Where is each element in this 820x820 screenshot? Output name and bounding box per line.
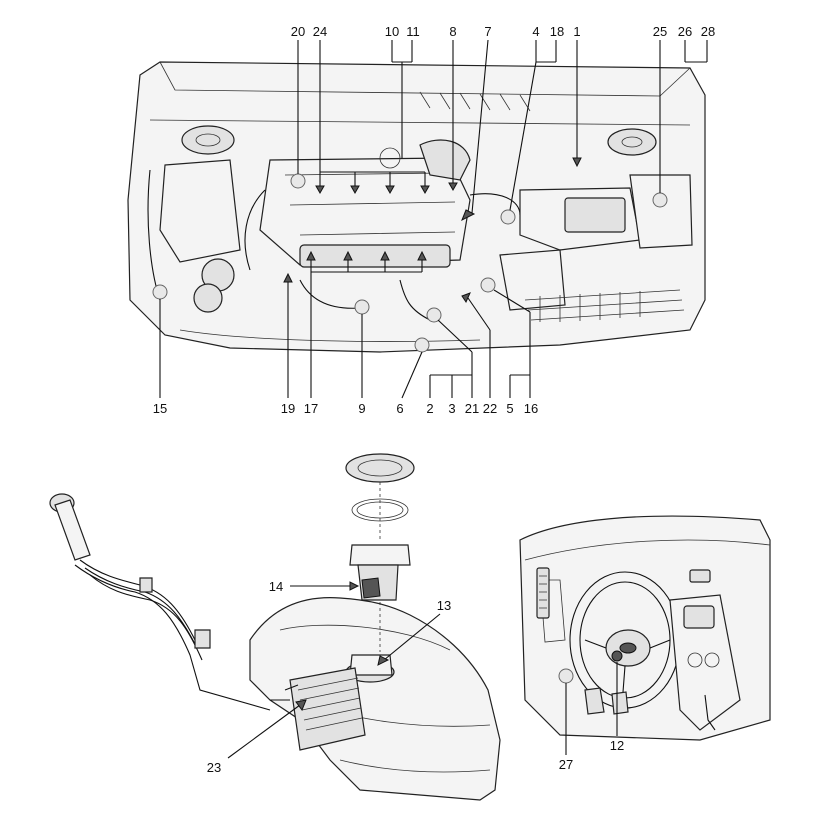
callout-15: 15: [153, 401, 167, 416]
callout-28: 28: [701, 24, 715, 39]
callout-21: 21: [465, 401, 479, 416]
callout-27: 27: [559, 757, 573, 772]
callout-19: 19: [281, 401, 295, 416]
engine-bay-leaders: [297, 39, 708, 222]
callout-20: 20: [291, 24, 305, 39]
callout-labels: 20 24 10 11 8 7 4 18 1 25 26 28 15 19 17…: [153, 24, 715, 775]
interior-leaders: [565, 662, 618, 755]
callout-25: 25: [653, 24, 667, 39]
callout-11: 11: [406, 24, 420, 39]
callout-13: 13: [437, 598, 451, 613]
callout-5: 5: [506, 401, 513, 416]
callout-10: 10: [385, 24, 399, 39]
callout-12: 12: [610, 738, 624, 753]
callout-22: 22: [483, 401, 497, 416]
callout-1: 1: [573, 24, 580, 39]
engine-bay-markers: [152, 173, 668, 353]
callout-6: 6: [396, 401, 403, 416]
callout-9: 9: [358, 401, 365, 416]
callout-16: 16: [524, 401, 538, 416]
callout-14: 14: [269, 579, 283, 594]
engine-bay-illustration: [127, 61, 706, 353]
callout-2: 2: [426, 401, 433, 416]
fuel-system-leaders: [227, 581, 441, 759]
callout-8: 8: [449, 24, 456, 39]
interior-illustration: [519, 515, 771, 741]
callout-18: 18: [550, 24, 564, 39]
callout-7: 7: [484, 24, 491, 39]
callout-26: 26: [678, 24, 692, 39]
callout-17: 17: [304, 401, 318, 416]
callout-23: 23: [207, 760, 221, 775]
callout-24: 24: [313, 24, 327, 39]
callout-4: 4: [532, 24, 539, 39]
callout-3: 3: [448, 401, 455, 416]
fuel-system-illustration: [49, 453, 501, 801]
engine-bay-lower-leaders: [159, 250, 531, 399]
